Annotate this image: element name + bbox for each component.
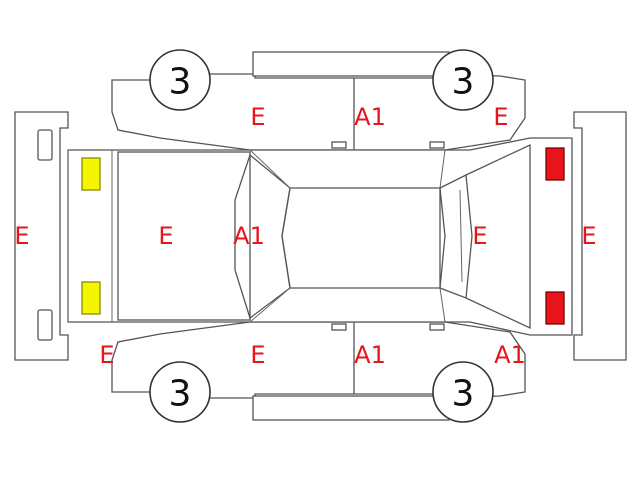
code-rear-bumper: E: [581, 222, 596, 250]
rear-bumper: [573, 111, 627, 361]
code-lower-front-door: E: [250, 341, 265, 369]
code-front-bumper: E: [14, 222, 29, 250]
code-bonnet: E: [158, 222, 173, 250]
front-bumper: [14, 111, 69, 361]
code-lower-rear-quarter: A1: [494, 341, 526, 369]
tire-rear-left-rating: 3: [452, 62, 475, 103]
tire-rear-left: 3: [432, 49, 494, 111]
car-body-top: [67, 137, 573, 336]
code-rear-glass: E: [472, 222, 487, 250]
rear-left-taillamp: [545, 147, 565, 181]
tire-rear-right-rating: 3: [452, 374, 475, 415]
code-windshield: A1: [233, 222, 265, 250]
tire-rear-right: 3: [432, 361, 494, 423]
tire-front-right-rating: 3: [169, 374, 192, 415]
front-left-headlamp: [81, 157, 101, 191]
code-upper-rear-quarter: E: [493, 103, 508, 131]
rear-right-taillamp: [545, 291, 565, 325]
code-front-left-fender-corner: E: [99, 341, 114, 369]
tire-front-left-rating: 3: [169, 62, 192, 103]
code-upper-rear-door: A1: [354, 103, 386, 131]
front-right-headlamp: [81, 281, 101, 315]
tire-front-left: 3: [149, 49, 211, 111]
code-lower-rear-door: A1: [354, 341, 386, 369]
code-upper-front-door: E: [250, 103, 265, 131]
tire-front-right: 3: [149, 361, 211, 423]
